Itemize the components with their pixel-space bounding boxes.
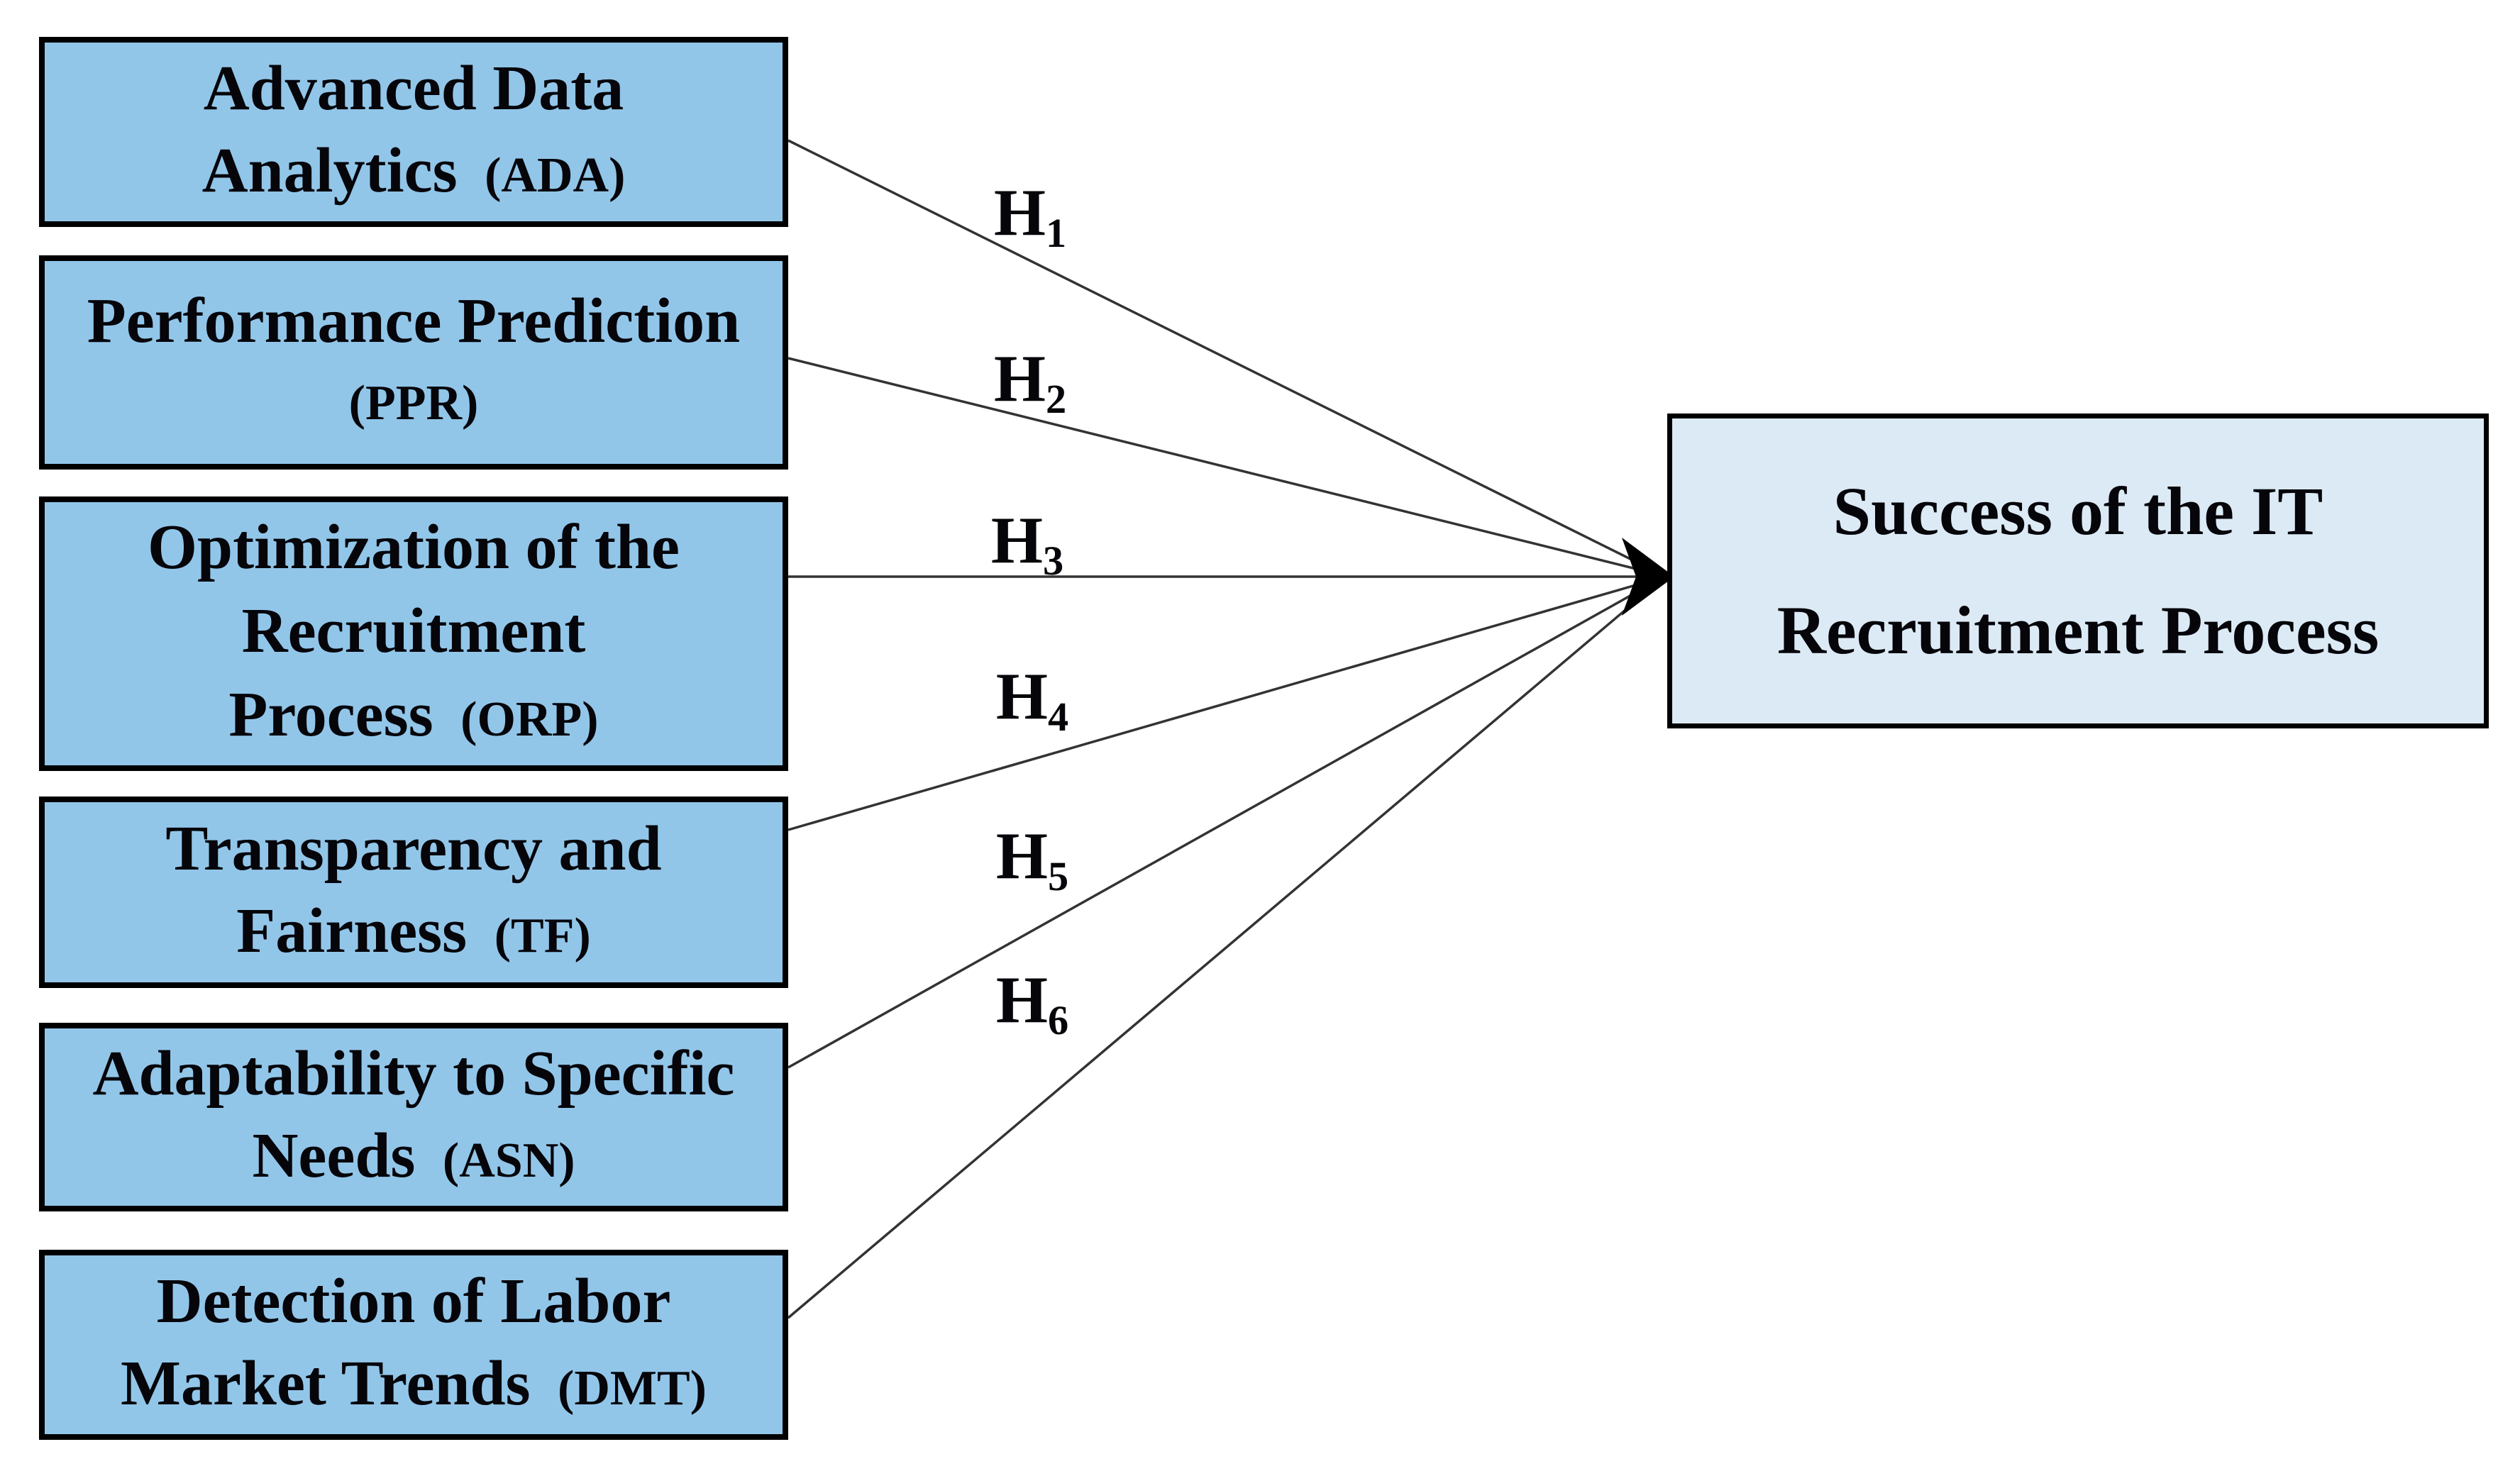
hypothesis-label-h3: H3 bbox=[990, 504, 1064, 584]
hypothesis-label-h5: H5 bbox=[995, 819, 1069, 900]
hypothesis-label-h4: H4 bbox=[995, 660, 1069, 740]
predictor-ada-line2: Analytics(ADA) bbox=[201, 135, 626, 206]
predictor-box-tf: Transparency and Fairness(TF) bbox=[39, 797, 788, 988]
predictor-dmt-line2: Market Trends(DMT) bbox=[121, 1348, 707, 1419]
predictor-tf-line1: Transparency and bbox=[165, 813, 662, 884]
predictor-box-orp: Optimization of the Recruitment Process(… bbox=[39, 496, 788, 771]
predictor-asn-line2: Needs(ASN) bbox=[252, 1120, 575, 1191]
predictor-box-dmt: Detection of Labor Market Trends(DMT) bbox=[39, 1250, 788, 1440]
predictor-box-ppr: Performance Prediction (PPR) bbox=[39, 255, 788, 470]
predictor-tf-abbr: (TF) bbox=[494, 908, 591, 963]
arrow-line-h4 bbox=[788, 579, 1651, 831]
arrow-line-h5 bbox=[788, 582, 1652, 1069]
outcome-box-it-recruitment-success: Success of the IT Recruitment Process bbox=[1667, 414, 2489, 728]
arrow-line-h2 bbox=[788, 357, 1651, 574]
predictor-asn-abbr: (ASN) bbox=[442, 1133, 575, 1188]
predictor-dmt-line1: Detection of Labor bbox=[156, 1265, 671, 1336]
predictor-orp-line1: Optimization of the bbox=[148, 512, 680, 582]
hypothesis-label-h1: H1 bbox=[993, 176, 1067, 257]
predictor-tf-line2: Fairness(TF) bbox=[236, 895, 591, 966]
outcome-line2: Recruitment Process bbox=[1776, 592, 2380, 668]
predictor-orp-line2: Recruitment bbox=[241, 596, 586, 666]
predictor-ppr-line1: Performance Prediction bbox=[87, 286, 741, 356]
predictor-orp-line3: Process(ORP) bbox=[228, 679, 599, 750]
hypothesis-label-h6: H6 bbox=[995, 963, 1069, 1044]
arrow-line-h6 bbox=[787, 585, 1654, 1319]
predictor-box-asn: Adaptability to Specific Needs(ASN) bbox=[39, 1023, 788, 1211]
arrowhead-icon bbox=[1622, 538, 1674, 616]
predictor-ada-line1: Advanced Data bbox=[203, 52, 624, 123]
hypothesis-label-h2: H2 bbox=[993, 342, 1067, 423]
outcome-line1: Success of the IT bbox=[1833, 473, 2323, 549]
predictor-ppr-abbr: (PPR) bbox=[348, 376, 479, 431]
predictor-orp-abbr: (ORP) bbox=[460, 692, 599, 747]
predictor-asn-line1: Adaptability to Specific bbox=[92, 1038, 735, 1109]
predictor-box-ada: Advanced Data Analytics(ADA) bbox=[39, 37, 788, 227]
predictor-dmt-abbr: (DMT) bbox=[558, 1360, 707, 1416]
arrow-line-h1 bbox=[788, 139, 1654, 572]
predictor-ada-abbr: (ADA) bbox=[485, 148, 626, 203]
